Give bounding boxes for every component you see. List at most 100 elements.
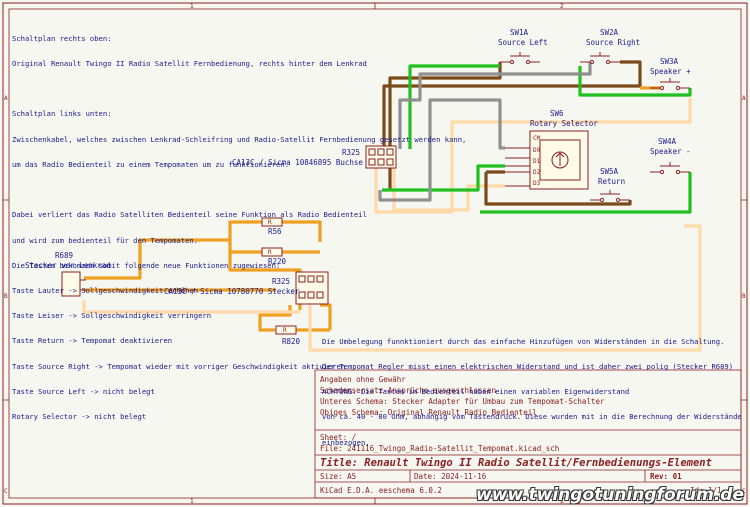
switch-sw5a bbox=[590, 190, 630, 203]
switch-sw1a bbox=[500, 52, 540, 65]
sw2a-ref: SW2A bbox=[600, 28, 619, 37]
tb-file: File: 241116_Twingo_Radio-Satellit_Tempo… bbox=[320, 444, 559, 453]
sw5a-ref: SW5A bbox=[600, 167, 619, 176]
conn-top-ref: R325 bbox=[342, 148, 360, 157]
note-top-line: Taste Source Right -> Tempomat wieder mi… bbox=[12, 361, 346, 371]
connector-r689 bbox=[61, 271, 86, 297]
sw3a-ref: SW3A bbox=[660, 57, 679, 66]
sw6-ref: SW6 bbox=[550, 109, 564, 118]
sw5a-value: Return bbox=[598, 177, 625, 186]
resistor-r820 bbox=[275, 325, 297, 335]
sw6-pin-cm: CM bbox=[533, 135, 541, 142]
note-top-line: Schaltplan rechts oben: bbox=[12, 33, 112, 43]
border-mark-right-a: A bbox=[742, 95, 746, 102]
border-mark-right-c: C bbox=[742, 488, 746, 495]
note-top-line: Rotary Selector -> nicht belegt bbox=[12, 412, 147, 422]
sw6-value: Rotary Selector bbox=[530, 119, 598, 128]
wire-gray-1 bbox=[398, 62, 592, 149]
note-top-line: Die Tasten bekommen somit folgende neue … bbox=[12, 260, 281, 270]
sw6-pin-d0: D0 bbox=[533, 147, 541, 154]
wire-green-3 bbox=[480, 172, 692, 214]
note-top-line: Zwischenkabel, welches zwischen Lenkrad-… bbox=[12, 134, 467, 144]
note-middle-line: von ca. 40 - 80 Ohm, abhängig vom Tasten… bbox=[322, 412, 742, 422]
r56-symbol: R bbox=[268, 219, 272, 226]
connector-r325-buchse bbox=[365, 145, 397, 169]
tb-comment-1: Angaben ohne Gewähr bbox=[320, 375, 406, 384]
border-mark-right-b: B bbox=[742, 293, 746, 300]
switch-sw3a bbox=[650, 78, 690, 91]
connector-r325-stecker bbox=[295, 271, 329, 305]
conn-bottom-ref: R325 bbox=[272, 277, 290, 286]
r689-ref: R689 bbox=[55, 251, 73, 260]
switch-sw2a bbox=[580, 52, 620, 65]
title-block bbox=[314, 369, 742, 499]
tb-title: Title: Renault Twingo II Radio Satellit/… bbox=[320, 457, 712, 469]
border-mark-left-b: B bbox=[4, 293, 8, 300]
sw1a-ref: SW1A bbox=[510, 28, 529, 37]
note-middle-line: einbezogen. bbox=[322, 437, 370, 447]
tb-comment-2: Schadensersatz-Ansprüche ausgeschlossen bbox=[320, 386, 496, 395]
wire-peach-1 bbox=[374, 98, 692, 214]
note-middle: Die Umbelegung funnktioniert durch das e… bbox=[322, 321, 742, 456]
sw6-pin-d1: D1 bbox=[533, 158, 541, 165]
sw6-pin-d3: D3 bbox=[533, 180, 541, 187]
note-top-line: um das Radio Bedienteil zu einem Tempoma… bbox=[12, 159, 289, 169]
bottom-wiring bbox=[82, 220, 702, 352]
border-mark-top-1: 1 bbox=[190, 3, 194, 10]
bottom-components bbox=[61, 217, 329, 335]
border-mark-bottom-1: 1 bbox=[190, 498, 194, 505]
r56-ref: R56 bbox=[268, 227, 282, 236]
tb-id: Id: 1/1 bbox=[690, 486, 722, 495]
sw4a-value: Speaker - bbox=[650, 147, 691, 156]
top-wiring bbox=[374, 60, 692, 214]
wire-brown-top bbox=[382, 60, 642, 149]
note-top-line: Taste Source Left -> nicht belegt bbox=[12, 386, 155, 396]
border-mark-left-a: A bbox=[4, 95, 8, 102]
border-mark-top-2: 2 bbox=[560, 3, 564, 10]
border-mark-bottom-2: 2 bbox=[560, 498, 564, 505]
tb-rev: Rev: 01 bbox=[650, 472, 682, 481]
rotary-selector-sw6 bbox=[505, 130, 589, 190]
sw4a-ref: SW4A bbox=[658, 137, 677, 146]
note-top-line: Taste Leiser -> Sollgeschwindigkeit verr… bbox=[12, 311, 212, 321]
note-top-line: Taste Return -> Tempomat deaktivieren bbox=[12, 336, 173, 346]
top-components bbox=[365, 52, 690, 203]
note-middle-line: Der Tempomat Regler misst einen elektris… bbox=[322, 362, 734, 372]
tb-size: Size: A5 bbox=[320, 472, 356, 481]
watermark-link[interactable]: www.twingotuningforum.de bbox=[476, 485, 744, 505]
conn-bottom-value: CA13C / Sicma 10780770 Stecker bbox=[164, 287, 300, 296]
r820-ref: R820 bbox=[282, 337, 301, 346]
conn-top-value: CA13C / Sicma 10846895 Buchse bbox=[232, 158, 363, 167]
r220-symbol: R bbox=[268, 249, 272, 256]
sw1a-value: Source Left bbox=[498, 38, 548, 47]
note-top-line: Taste Lauter -> Sollgeschwindigkeit erhö… bbox=[12, 286, 199, 295]
r220-ref: R220 bbox=[268, 257, 287, 266]
note-top-line: Schaltplan links unten: bbox=[12, 109, 112, 119]
wire-peach-bottom bbox=[82, 300, 300, 314]
sw3a-value: Speaker + bbox=[650, 67, 691, 76]
wire-gray-2 bbox=[378, 98, 505, 202]
r820-symbol: R bbox=[283, 327, 287, 334]
note-middle-line: ACHTUNG: Die Tasten im Bedienteil haben … bbox=[322, 387, 630, 397]
note-top-line: Dabei verliert das Radio Satelliten Bedi… bbox=[12, 210, 367, 220]
note-top-line: und wird zum bedienteil für den Tempomat… bbox=[12, 235, 199, 245]
tb-date: Date: 2024-11-16 bbox=[414, 472, 487, 481]
tb-comment-3: Unteres Schema: Stecker Adapter für Umba… bbox=[320, 397, 605, 406]
tb-sheet: Sheet: / bbox=[320, 433, 356, 442]
tb-tool: KiCad E.D.A. eeschema 6.0.2 bbox=[320, 486, 442, 495]
note-top-line bbox=[12, 85, 466, 93]
wire-green-1 bbox=[408, 64, 500, 149]
wire-brown-return bbox=[484, 172, 632, 206]
resistor-r220 bbox=[261, 247, 283, 257]
r689-value: Stecker vor Lenkrad bbox=[25, 261, 111, 270]
resistor-r56 bbox=[261, 217, 283, 227]
sw2a-value: Source Right bbox=[586, 38, 640, 47]
note-middle-line: Die Umbelegung funnktioniert durch das e… bbox=[322, 336, 725, 346]
tb-comment-4: Obiges Schema: Original Renault Radio Be… bbox=[320, 408, 537, 417]
switch-sw4a bbox=[650, 162, 690, 175]
note-top: Schaltplan rechts oben: Original Renault… bbox=[12, 18, 466, 430]
border-mark-left-c: C bbox=[4, 488, 8, 495]
note-top-line bbox=[12, 186, 466, 194]
